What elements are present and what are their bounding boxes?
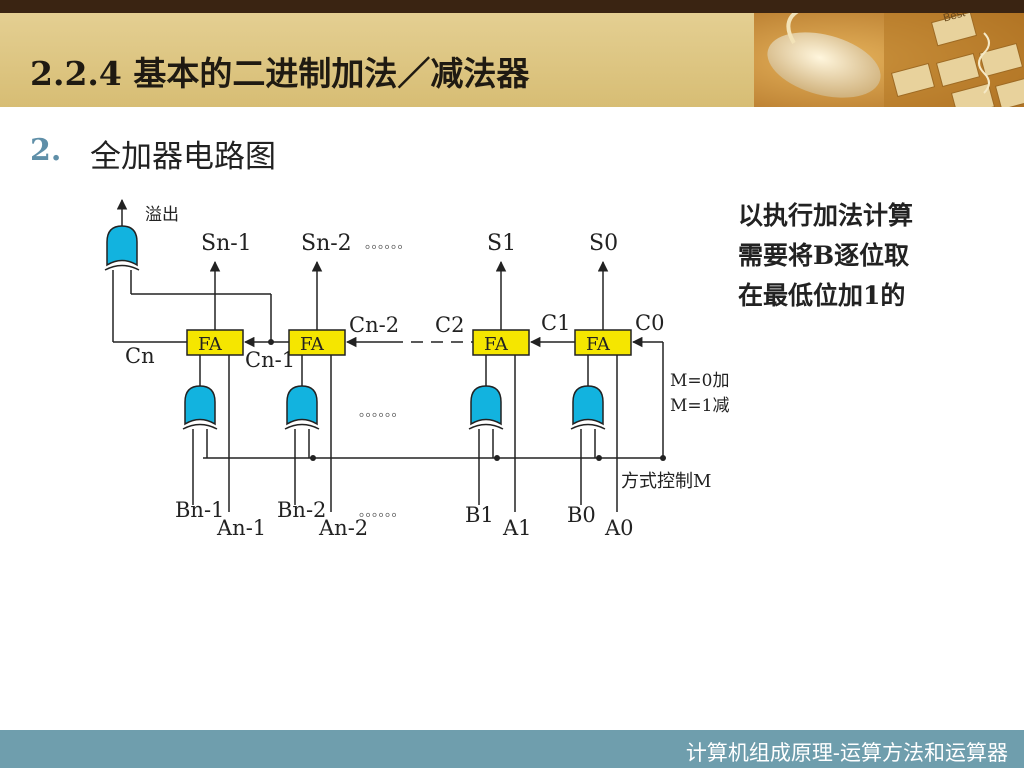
xor-stage-n-2 xyxy=(284,355,332,512)
input-b-n-2: Bn-2 xyxy=(277,498,326,522)
fa-label-1: FA xyxy=(484,334,509,355)
fa-label-0: FA xyxy=(586,334,611,355)
slide-header: 2.2.4 基本的二进制加法／减法器 xyxy=(0,13,754,107)
carry-c1: C1 xyxy=(541,311,570,335)
fa-label-n-2: FA xyxy=(300,334,325,355)
overflow-xor-gate xyxy=(106,225,138,267)
carry-cn-2: Cn-2 xyxy=(349,313,399,337)
xor-stage-n-1 xyxy=(182,355,230,512)
slide-title: 2.2.4 基本的二进制加法／减法器 xyxy=(30,54,530,93)
overflow-label: 溢出 xyxy=(145,205,179,225)
fa-label-n-1: FA xyxy=(198,334,223,355)
side-text-block: 以执行加法计算 需要将B逐位取 在最低位加1的 xyxy=(738,196,968,316)
svg-text:Best: Best xyxy=(942,13,966,24)
dots-top: 。。。。。。 xyxy=(365,237,411,252)
fa-block-n-1 xyxy=(186,329,244,356)
xor-stage-0 xyxy=(570,355,618,512)
mode-sub-label: M=1减 xyxy=(670,396,729,416)
footer-text: 计算机组成原理-运算方法和运算器 xyxy=(685,741,1008,765)
dots-bottom: 。。。。。。 xyxy=(359,505,405,520)
slide-footer: 计算机组成原理-运算方法和运算器 xyxy=(0,730,1024,768)
carry-cn: Cn xyxy=(125,344,155,368)
input-a-n-1: An-1 xyxy=(216,516,266,540)
carry-c2: C2 xyxy=(435,313,464,337)
mouse-and-keyboard-image: Best xyxy=(754,13,1024,107)
input-b-1: B1 xyxy=(465,503,494,527)
input-a-1: A1 xyxy=(502,516,532,540)
carry-cn-1: Cn-1 xyxy=(245,348,295,372)
carry-c0: C0 xyxy=(635,311,664,335)
fa-block-n-2 xyxy=(288,329,346,356)
input-a-0: A0 xyxy=(604,516,634,540)
top-bar xyxy=(0,0,1024,13)
side-text-line-2: 需要将B逐位取 xyxy=(738,241,910,270)
heading-text: 全加器电路图 xyxy=(90,139,276,175)
side-text-line-3: 在最低位加1的 xyxy=(738,281,906,310)
input-b-0: B0 xyxy=(567,503,596,527)
sum-label-1: S1 xyxy=(487,231,516,256)
input-b-n-1: Bn-1 xyxy=(175,498,224,522)
sum-label-0: S0 xyxy=(589,231,618,256)
dots-middle: 。。。。。。 xyxy=(359,405,405,420)
mode-control-label: 方式控制M xyxy=(621,471,711,492)
full-adder-circuit-diagram: 溢出 Sn-1 Sn-2 。。。。。。 S1 S0 FA FA FA FA Cn… xyxy=(95,190,745,550)
xor-stage-1 xyxy=(468,355,516,512)
header-photo: Best xyxy=(754,13,1024,107)
sum-label-n-2: Sn-2 xyxy=(301,231,352,256)
circuit-svg: 溢出 Sn-1 Sn-2 。。。。。。 S1 S0 FA FA FA FA Cn… xyxy=(104,198,729,540)
input-a-n-2: An-2 xyxy=(318,516,368,540)
side-text-line-1: 以执行加法计算 xyxy=(738,201,914,230)
fa-block-1 xyxy=(472,329,530,356)
heading-number: 2. xyxy=(30,133,62,168)
mode-add-label: M=0加 xyxy=(670,371,729,391)
sum-label-n-1: Sn-1 xyxy=(201,231,252,256)
